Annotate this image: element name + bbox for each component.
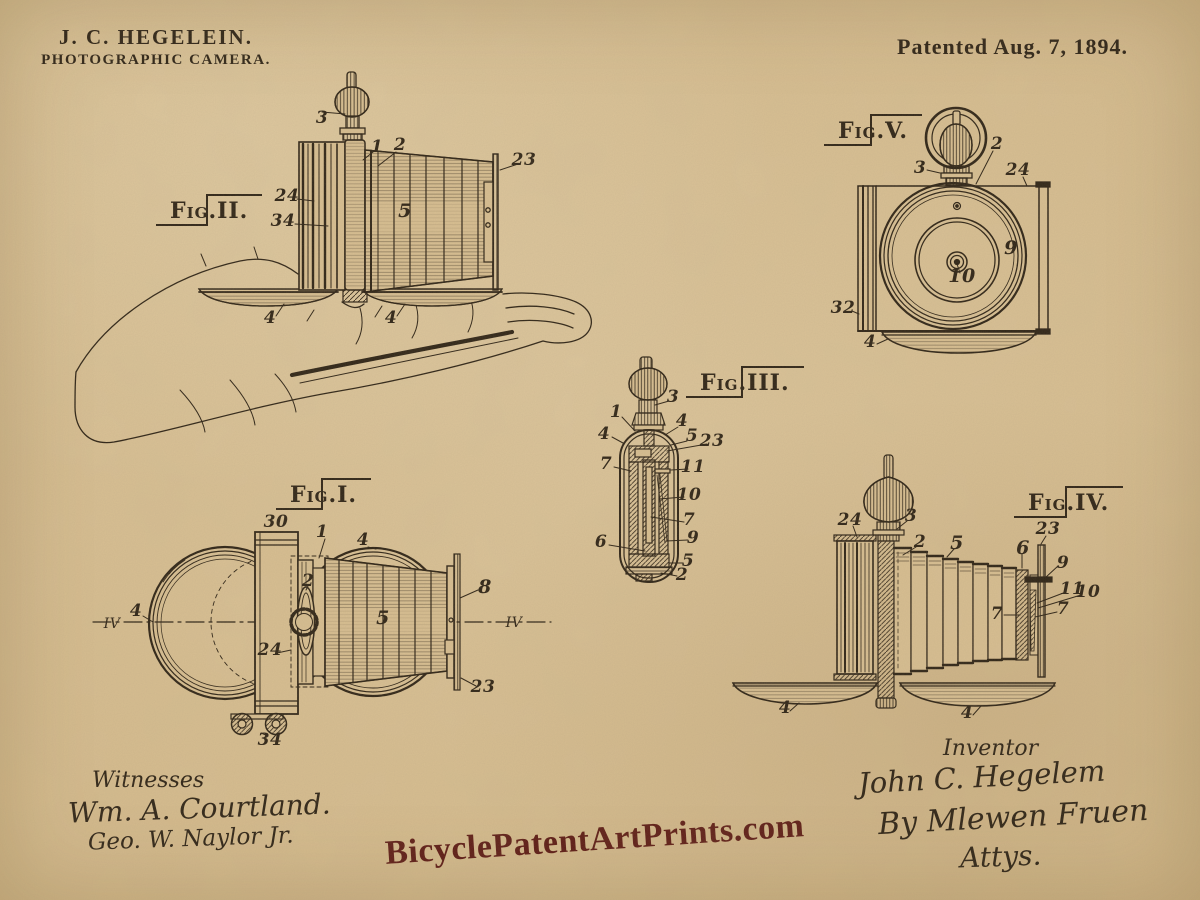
inventor-signature: John C. Hegelem (857, 753, 1107, 801)
fig1-drawing-plan-view (92, 531, 552, 737)
fig2-ref-34: 34 (270, 211, 296, 231)
central-post (875, 540, 897, 709)
fig4-ref-10: 10 (1075, 582, 1101, 602)
fig3-ref-10: 10 (676, 485, 702, 505)
figure-label-line (206, 194, 209, 226)
camera-base-dishes (197, 288, 504, 307)
fig1-ref-34: 34 (257, 730, 283, 750)
camera-lens-cone (364, 149, 499, 293)
fig1-label-text: Fig.I. (290, 482, 358, 508)
watermark-text: BicyclePatentArtPrints.com (384, 807, 806, 872)
fig2-ref-2: 2 (393, 135, 407, 155)
fig2-ref-4b: 4 (384, 308, 398, 328)
fig4-ref-4a: 4 (778, 698, 792, 718)
fig1-ref-2: 2 (301, 571, 315, 591)
fig4-ref-5: 5 (950, 532, 964, 554)
fig3-label-text: Fig.III. (700, 370, 790, 396)
fig2-label-text: Fig.II. (170, 198, 249, 224)
fig4-label-text: Fig.IV. (1028, 490, 1110, 516)
knob-finial (628, 356, 668, 431)
fig3-ref-11: 11 (680, 457, 706, 477)
fig2-drawing-hand-with-camera (74, 71, 592, 444)
patent-inventor-name: J. C. HEGELEIN. (59, 25, 253, 49)
fig5-ref-24: 24 (1005, 160, 1031, 180)
fig5-label-text: Fig.V. (838, 118, 908, 144)
fig1-ref-IV-right: IV (505, 615, 523, 631)
fig4-ref-2: 2 (913, 532, 927, 552)
fig4-ref-7b: 7 (990, 604, 1004, 624)
winding-knob-and-ring (924, 106, 988, 186)
figure-label-line (1065, 486, 1068, 518)
patent-invention-title: PHOTOGRAPHIC CAMERA. (41, 52, 271, 69)
fig1-ref-24: 24 (257, 640, 283, 660)
header-block: J. C. HEGELEIN. PHOTOGRAPHIC CAMERA. (40, 24, 272, 71)
fig3-ref-6: 6 (594, 532, 608, 552)
fig1-ref-30: 30 (263, 512, 289, 532)
fig4-ref-7a: 7 (1056, 599, 1070, 619)
fig1-ref-5: 5 (376, 607, 390, 629)
base-dish (880, 331, 1038, 354)
fig2-ref-23: 23 (511, 150, 537, 170)
figure-label-line (320, 478, 323, 510)
fig5-ref-9: 9 (1004, 237, 1018, 259)
fig1-ref-8: 8 (478, 576, 492, 598)
fig1-ref-4b: 4 (129, 601, 143, 621)
fig1-ref-IV-left: IV (103, 616, 121, 632)
fig3-ref-1: 1 (609, 402, 623, 422)
fig4-ref-9: 9 (1056, 553, 1070, 573)
attorney-suffix: Attys. (959, 838, 1042, 875)
fig4-ref-6: 6 (1016, 537, 1030, 559)
fig5-leader-lines (851, 150, 1028, 345)
figure-label-line (870, 114, 873, 146)
figure-label-line (741, 366, 744, 398)
fig4-ref-23: 23 (1035, 519, 1061, 539)
front-assembly (1015, 544, 1053, 678)
fig2-ref-3: 3 (315, 108, 329, 128)
fig2-ref-1: 1 (370, 137, 384, 157)
knob-finial (863, 454, 914, 542)
camera-plate-stack (298, 141, 346, 291)
fig5-ref-3: 3 (913, 158, 927, 178)
fig3-ref-2: 2 (675, 565, 689, 585)
fig2-label: Fig.II. (155, 194, 263, 226)
fig5-ref-10: 10 (948, 265, 976, 287)
rear-plate-stack (833, 534, 877, 681)
lens-cone (324, 553, 461, 691)
fig1-ref-4a: 4 (356, 530, 370, 550)
fig2-ref-5: 5 (398, 200, 412, 222)
fig4-label: Fig.IV. (1013, 486, 1124, 518)
fig5-ref-2: 2 (990, 134, 1004, 154)
capsule-interior (625, 429, 673, 582)
witnesses-heading: Witnesses (92, 768, 205, 793)
fig5-ref-4: 4 (863, 332, 877, 352)
fig2-ref-24: 24 (274, 186, 300, 206)
fig3-ref-5a: 5 (685, 426, 699, 446)
fig3-ref-3: 3 (666, 387, 680, 407)
fig1-ref-1: 1 (315, 522, 329, 542)
fig5-ref-32: 32 (830, 298, 856, 318)
fig3-label: Fig.III. (686, 366, 804, 398)
fig1-ref-23: 23 (470, 677, 496, 697)
fig3-ref-9: 9 (686, 528, 700, 548)
fig3-ref-4a: 4 (597, 424, 611, 444)
fig1-label: Fig.I. (275, 478, 372, 510)
fig4-ref-4b: 4 (960, 703, 974, 723)
fig2-ref-4a: 4 (263, 308, 277, 328)
fig3-ref-7a: 7 (599, 454, 613, 474)
attorney-signature: By Mlewen Fruen (877, 792, 1150, 843)
fig5-label: Fig.V. (824, 114, 922, 146)
patent-date: Patented Aug. 7, 1894. (897, 34, 1128, 59)
fig3-ref-23: 23 (699, 431, 725, 451)
fig4-ref-24: 24 (837, 510, 863, 530)
fig4-ref-3: 3 (904, 506, 918, 526)
fig3-ref-7b: 7 (682, 510, 696, 530)
